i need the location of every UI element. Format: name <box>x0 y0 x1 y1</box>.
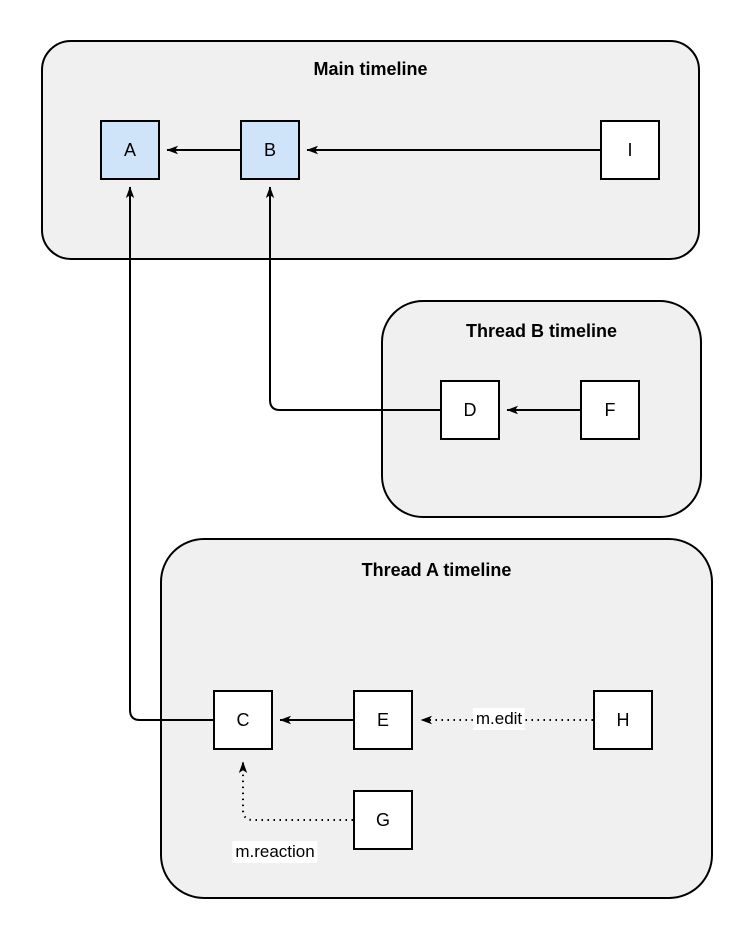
timeline-title-main: Main timeline <box>313 59 428 79</box>
event-node-h-label: H <box>616 709 630 730</box>
event-node-e-label: E <box>376 709 389 730</box>
event-node-b-label: B <box>263 139 276 160</box>
edge-label-m-edit: m.edit <box>472 708 526 730</box>
event-node-a-label: A <box>123 139 136 160</box>
edge-label-m-reaction: m.reaction <box>232 841 318 863</box>
timeline-title-thread-a: Thread A timeline <box>361 560 512 580</box>
event-node-a: A <box>100 120 160 180</box>
event-node-c-label: C <box>236 709 250 730</box>
event-node-g-label: G <box>375 809 390 830</box>
event-node-h: H <box>593 690 653 750</box>
event-node-e: E <box>353 690 413 750</box>
timeline-title-thread-b: Thread B timeline <box>465 321 618 341</box>
event-node-d: D <box>440 380 500 440</box>
event-node-f-label: F <box>604 399 616 420</box>
event-node-i-label: I <box>627 139 633 160</box>
event-node-g: G <box>353 790 413 850</box>
event-node-f: F <box>580 380 640 440</box>
event-node-b: B <box>240 120 300 180</box>
event-node-d-label: D <box>463 399 477 420</box>
event-node-c: C <box>213 690 273 750</box>
event-node-i: I <box>600 120 660 180</box>
timeline-container-thread-b: Thread B timeline <box>381 300 702 518</box>
